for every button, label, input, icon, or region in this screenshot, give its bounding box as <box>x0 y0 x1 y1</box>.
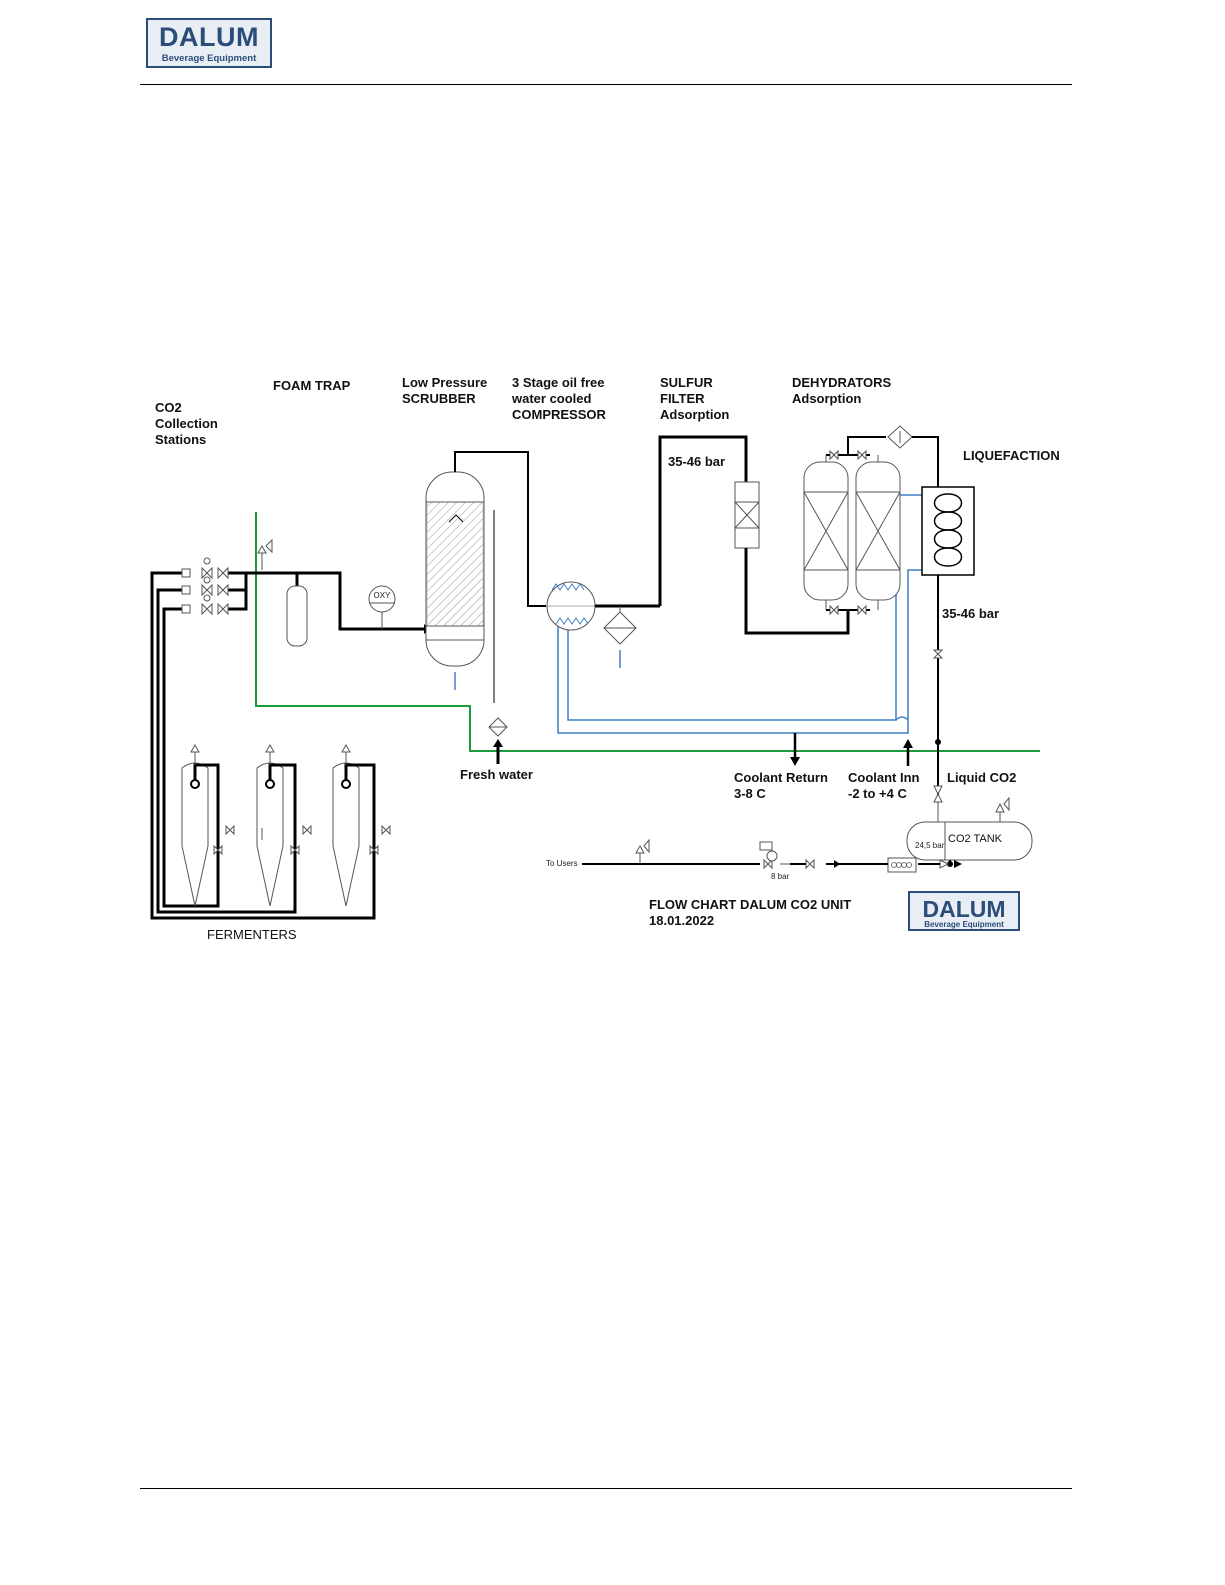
fermenter-tank <box>332 743 391 907</box>
flow-chart-title: FLOW CHART DALUM CO2 UNIT 18.01.2022 <box>649 897 851 928</box>
fermenters-label: FERMENTERS <box>207 927 297 942</box>
logo-small-tagline: Beverage Equipment <box>924 920 1004 929</box>
pressure-right-label: 35-46 bar <box>942 606 999 621</box>
foam-trap-label: FOAM TRAP <box>273 378 351 393</box>
fermenter-tank <box>256 743 312 907</box>
coolant-return-label-2: 3-8 C <box>734 786 766 801</box>
dehydrators-label-2: Adsorption <box>792 391 861 406</box>
compressor-label-2: water cooled <box>511 391 592 406</box>
tank-pressure-label: 24,5 bar <box>915 841 945 850</box>
pressure-upper-label: 35-46 bar <box>668 454 725 469</box>
fermenter-tank <box>181 743 235 907</box>
sulfur-filter-label-3: Adsorption <box>660 407 729 422</box>
liquid-co2-label: Liquid CO2 <box>947 770 1016 785</box>
liquefaction-label: LIQUEFACTION <box>963 448 1060 463</box>
dehydrators: DEHYDRATORS Adsorption <box>792 375 939 616</box>
footer-rule <box>140 1488 1072 1489</box>
to-users-label: To Users <box>546 859 578 868</box>
coolant-line <box>557 494 922 734</box>
flow-chart-title-line-1: FLOW CHART DALUM CO2 UNIT <box>649 897 851 912</box>
oxy-sensor: OXY <box>368 585 396 629</box>
co2-collection-label-3: Stations <box>155 432 206 447</box>
distribution-line: 8 bar To Users <box>546 838 940 881</box>
dalum-logo-small: DALUM Beverage Equipment <box>908 891 1020 931</box>
co2-tank: CO2 TANK 24,5 bar <box>906 785 1033 869</box>
low-pressure-scrubber: Low Pressure SCRUBBER <box>402 375 546 703</box>
compressor-label-1: 3 Stage oil free <box>512 375 604 390</box>
fresh-water-line <box>255 512 1040 752</box>
dalum-logo: DALUM Beverage Equipment <box>146 18 272 68</box>
sulfur-filter-label-1: SULFUR <box>660 375 713 390</box>
logo-wordmark: DALUM <box>159 22 259 52</box>
scrubber-label-1: Low Pressure <box>402 375 487 390</box>
condensate-separator <box>595 604 660 668</box>
header-rule <box>140 84 1072 85</box>
logo-small-wordmark: DALUM <box>922 896 1005 922</box>
dehydrators-label-1: DEHYDRATORS <box>792 375 892 390</box>
sulfur-filter: SULFUR FILTER Adsorption 35-46 bar <box>658 375 850 635</box>
fresh-water-label: Fresh water <box>460 767 533 782</box>
co2-tank-label: CO2 TANK <box>948 833 1003 845</box>
co2-collection-label-1: CO2 <box>155 400 182 415</box>
foam-trap: FOAM TRAP <box>256 378 430 647</box>
coolant-return-label-1: Coolant Return <box>734 770 828 785</box>
scrubber-label-2: SCRUBBER <box>402 391 476 406</box>
co2-collection-stations: CO2 Collection Stations <box>150 400 376 920</box>
co2-collection-label-2: Collection <box>155 416 218 431</box>
compressor-label-3: COMPRESSOR <box>512 407 607 422</box>
fermenters: FERMENTERS <box>181 743 391 942</box>
coolant-inn-label-2: -2 to +4 C <box>848 786 907 801</box>
fresh-water-inlet: Fresh water <box>460 717 533 782</box>
sulfur-filter-label-2: FILTER <box>660 391 705 406</box>
reg-pressure-label: 8 bar <box>771 872 790 881</box>
flow-chart-title-line-2: 18.01.2022 <box>649 913 714 928</box>
coolant-arrows: Coolant Return 3-8 C Coolant Inn -2 to +… <box>734 733 1016 801</box>
oxy-label: OXY <box>374 591 392 600</box>
liquefaction-condenser: LIQUEFACTION 35-46 bar <box>921 448 1060 800</box>
compressor: 3 Stage oil free water cooled COMPRESSOR <box>511 375 607 631</box>
logo-tagline: Beverage Equipment <box>161 53 257 64</box>
coolant-inn-label-1: Coolant Inn <box>848 770 920 785</box>
